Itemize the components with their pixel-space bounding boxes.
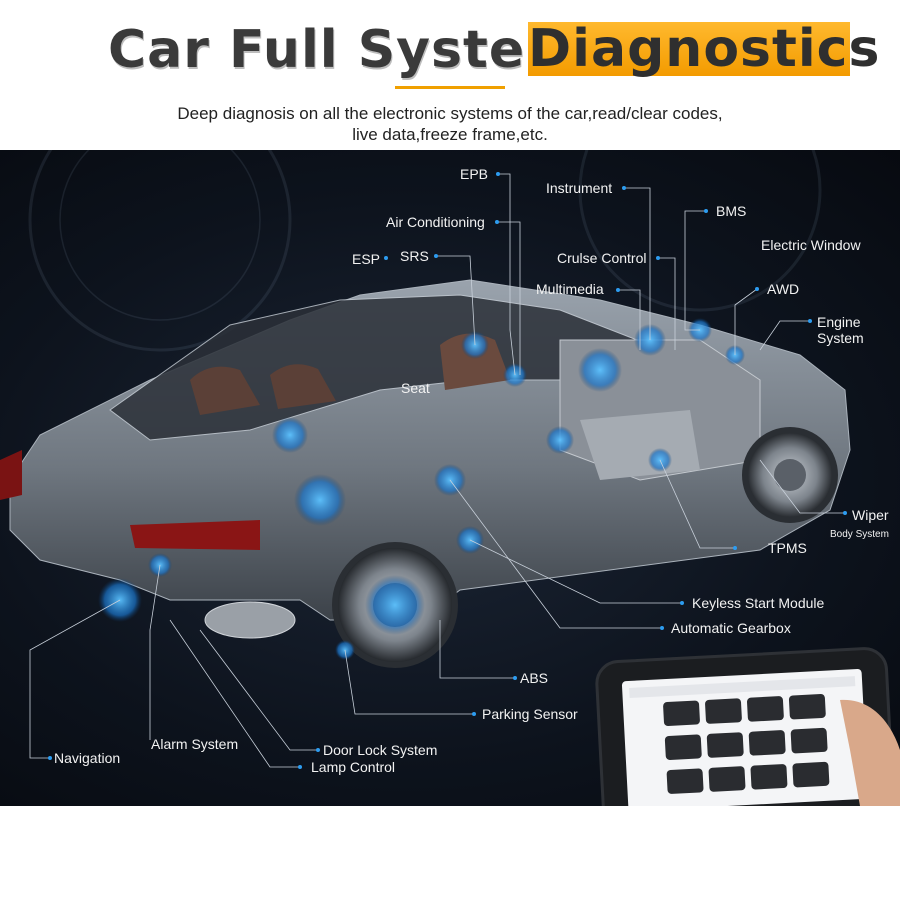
label-automatic-gearbox: Automatic Gearbox bbox=[671, 620, 791, 636]
label-keyless-start-module: Keyless Start Module bbox=[692, 595, 825, 611]
title-highlight: Diagnostics bbox=[528, 19, 881, 79]
label-multimedia: Multimedia bbox=[536, 281, 604, 297]
label-engine-system: Engine System bbox=[817, 314, 864, 346]
title-primary: Car Full System bbox=[108, 20, 581, 80]
label-awd: AWD bbox=[767, 281, 800, 297]
subtitle: Deep diagnosis on all the electronic sys… bbox=[100, 103, 800, 145]
label-cruise-control: Crulse Control bbox=[557, 250, 647, 266]
label-seat: Seat bbox=[401, 380, 430, 396]
label-electric-window: Electric Window bbox=[761, 237, 861, 253]
label-body-system: Body System bbox=[830, 529, 889, 540]
diagnostic-tablet bbox=[595, 647, 900, 806]
label-engine-system-line-2: System bbox=[817, 330, 864, 346]
label-navigation: Navigation bbox=[54, 750, 121, 766]
label-bms: BMS bbox=[716, 203, 747, 219]
label-alarm-system: Alarm System bbox=[151, 736, 239, 752]
subtitle-line-1: Deep diagnosis on all the electronic sys… bbox=[177, 104, 723, 123]
label-engine-system-line-1: Engine bbox=[817, 314, 861, 330]
label-door-lock-system: Door Lock System bbox=[323, 742, 438, 758]
leader-dots bbox=[48, 172, 847, 769]
label-wiper: Wiper bbox=[852, 507, 889, 523]
label-esp: ESP bbox=[352, 251, 381, 267]
gauge-backdrop bbox=[28, 150, 822, 352]
subtitle-line-2: live data,freeze frame,etc. bbox=[352, 125, 548, 144]
hero-diagram: EPB Instrument BMS Air Conditioning Elec… bbox=[0, 150, 900, 806]
car-diagram-svg bbox=[0, 150, 900, 806]
header: Car Full System Diagnostics Deep diagnos… bbox=[0, 0, 900, 150]
footer-blank bbox=[0, 806, 900, 900]
label-tpms: TPMS bbox=[768, 540, 807, 556]
title-underline bbox=[395, 86, 505, 89]
leader-lines bbox=[29, 173, 845, 768]
label-abs: ABS bbox=[520, 670, 549, 686]
tablet-app-grid bbox=[629, 676, 856, 794]
sensor-nodes bbox=[98, 318, 745, 660]
label-epb: EPB bbox=[460, 166, 489, 182]
label-air-conditioning: Air Conditioning bbox=[386, 214, 485, 230]
label-lamp-control: Lamp Control bbox=[311, 759, 396, 775]
label-instrument: Instrument bbox=[546, 180, 613, 196]
label-parking-sensor: Parking Sensor bbox=[482, 706, 578, 722]
label-srs: SRS bbox=[400, 248, 429, 264]
